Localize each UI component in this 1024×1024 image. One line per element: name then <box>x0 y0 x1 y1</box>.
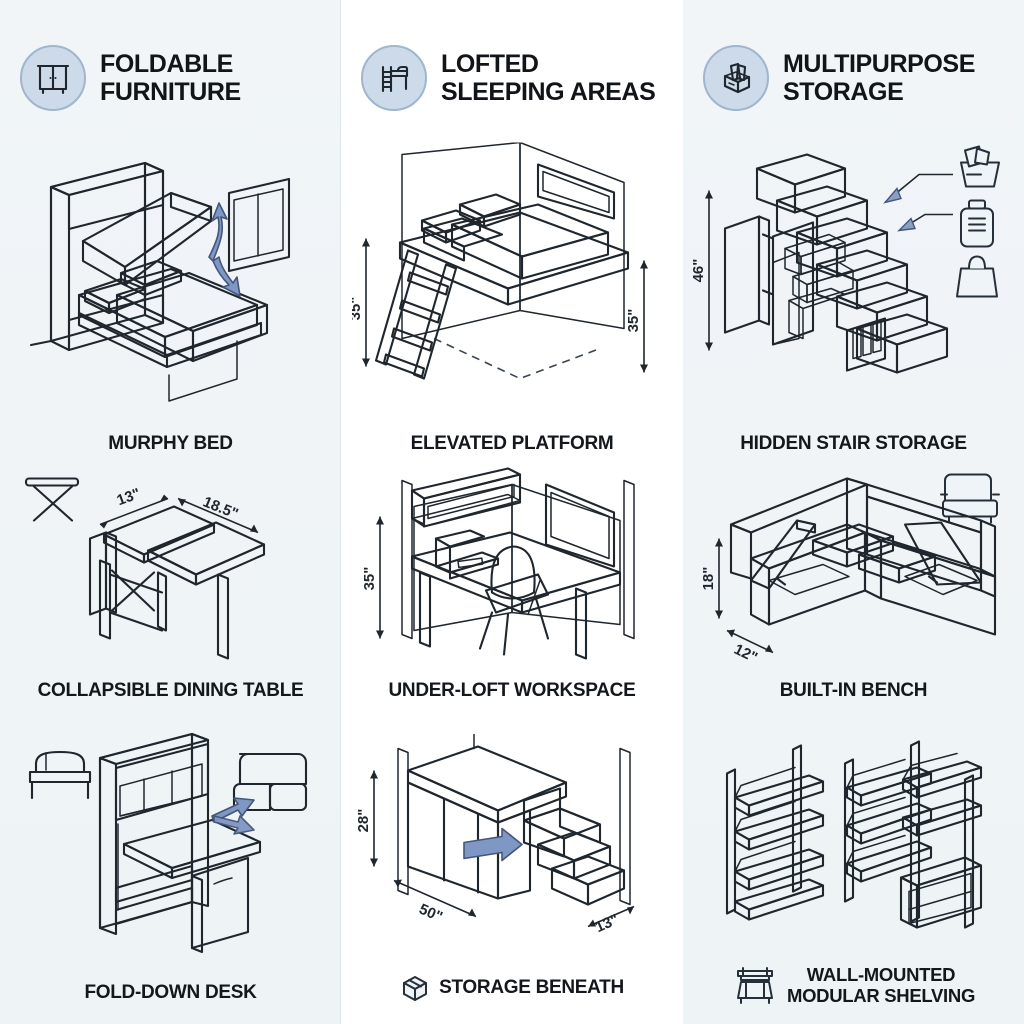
loft-bed-icon <box>361 44 427 111</box>
caption-built-in-bench: BUILT-IN BENCH <box>779 679 928 701</box>
fold-down-desk-illustration <box>0 709 341 969</box>
elevated-platform-illustration: 35" 35" <box>341 140 683 420</box>
card-storage-beneath[interactable]: 28" 50" 13" <box>341 709 683 1009</box>
box-icon <box>403 976 428 1001</box>
card-collapsible-dining-table[interactable]: 13" 18.5" <box>0 462 341 707</box>
column-title-line1: LOFTED <box>441 49 539 78</box>
column-header-multipurpose-storage: MULTIPURPOSE STORAGE <box>683 30 1024 125</box>
caption-shelving-line2: MODULAR SHELVING <box>786 985 976 1006</box>
card-wall-mounted-modular-shelving[interactable]: WALL-MOUNTED MODULAR SHELVING <box>683 709 1024 1009</box>
shelf-unit-icon <box>736 967 773 1004</box>
card-built-in-bench[interactable]: 18" 12" BUILT-IN BENCH <box>683 462 1024 707</box>
storage-box-icon <box>703 44 769 111</box>
caption-shelving-line1: WALL-MOUNTED <box>806 964 956 986</box>
column-header-foldable-furniture: FOLDABLE FURNITURE <box>0 30 341 125</box>
caption-elevated-platform: ELEVATED PLATFORM <box>410 432 614 454</box>
column-title-line2: STORAGE <box>783 77 904 106</box>
column-title-line2: SLEEPING AREAS <box>441 77 656 106</box>
dimension-platform-right: 35" <box>625 309 642 333</box>
caption-wall-mounted-modular-shelving: WALL-MOUNTED MODULAR SHELVING <box>683 965 1024 1007</box>
cabinet-doors-icon <box>20 44 86 111</box>
column-header-lofted-sleeping-areas: LOFTED SLEEPING AREAS <box>341 30 683 125</box>
dimension-platform-left: 35" <box>352 297 364 321</box>
dimension-18-5in: 18.5" <box>200 493 240 522</box>
column-title: MULTIPURPOSE STORAGE <box>783 50 975 106</box>
column-multipurpose-storage: MULTIPURPOSE STORAGE <box>683 0 1024 1024</box>
card-fold-down-desk[interactable]: FOLD-DOWN DESK <box>0 709 341 1009</box>
card-murphy-bed[interactable]: MURPHY BED <box>0 140 341 460</box>
armchair-icon <box>939 473 1000 523</box>
column-title-line2: FURNITURE <box>100 77 241 106</box>
basket-icon <box>959 145 1000 188</box>
caption-storage-beneath: STORAGE BENEATH <box>341 973 683 1003</box>
column-foldable-furniture: FOLDABLE FURNITURE <box>0 0 341 1024</box>
dimension-13in: 13" <box>114 485 142 509</box>
card-under-loft-workspace[interactable]: 35" UNDER-LOFT WORKSPACE <box>341 462 683 707</box>
bottle-icon <box>959 199 994 248</box>
caption-collapsible-dining-table: COLLAPSIBLE DINING TABLE <box>37 679 304 701</box>
dimension-storage-width: 50" <box>416 901 445 926</box>
card-elevated-platform[interactable]: 35" 35" ELEVATED PLATFORM <box>341 140 683 460</box>
built-in-bench-illustration: 18" 12" <box>683 462 1024 667</box>
caption-storage-beneath-text: STORAGE BENEATH <box>439 977 624 999</box>
card-hidden-stair-storage[interactable]: 46" <box>683 140 1024 460</box>
murphy-bed-illustration <box>0 140 341 420</box>
caption-fold-down-desk: FOLD-DOWN DESK <box>84 981 257 1003</box>
under-loft-workspace-illustration: 35" <box>341 462 683 667</box>
caption-murphy-bed: MURPHY BED <box>108 432 233 454</box>
hidden-stair-storage-illustration: 46" <box>683 140 1024 420</box>
dimension-storage-height: 28" <box>355 809 372 833</box>
dimension-bench-height: 18" <box>700 566 717 590</box>
dimension-desk-height: 35" <box>361 566 378 590</box>
column-title: FOLDABLE FURNITURE <box>100 50 241 106</box>
folding-table-icon <box>24 476 79 522</box>
storage-beneath-illustration: 28" 50" 13" <box>341 709 683 969</box>
caption-hidden-stair-storage: HIDDEN STAIR STORAGE <box>740 432 967 454</box>
caption-under-loft-workspace: UNDER-LOFT WORKSPACE <box>388 679 636 701</box>
bed-icon <box>28 750 91 800</box>
handbag-icon <box>955 255 998 298</box>
column-title-line1: MULTIPURPOSE <box>783 49 975 78</box>
collapsible-dining-table-illustration: 13" 18.5" <box>0 462 341 667</box>
column-title-line1: FOLDABLE <box>100 49 233 78</box>
column-lofted-sleeping-areas: LOFTED SLEEPING AREAS <box>341 0 683 1024</box>
dimension-stair-height: 46" <box>690 259 707 283</box>
wall-mounted-modular-shelving-illustration <box>683 709 1024 969</box>
column-title: LOFTED SLEEPING AREAS <box>441 49 656 106</box>
